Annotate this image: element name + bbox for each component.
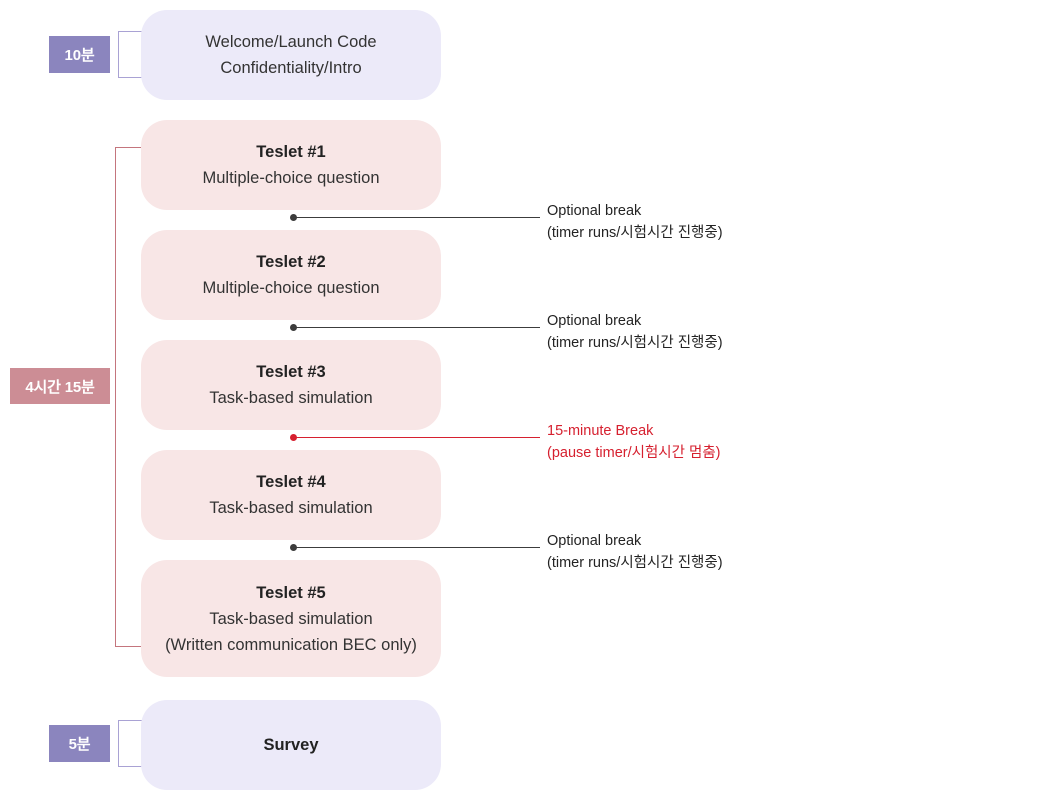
duration-badge-survey-label: 5분 <box>68 736 91 753</box>
stage-teslet-1-title: Teslet #1 <box>256 143 326 161</box>
stage-teslet-5-note: (Written communication BEC only) <box>165 635 417 654</box>
stage-intro-line-2: Confidentiality/Intro <box>220 59 362 77</box>
break-leader-line-2 <box>293 327 540 328</box>
break-label-1-subtitle: (timer runs/시험시간 진행중) <box>547 225 723 241</box>
stage-teslet-4-subtitle: Task-based simulation <box>209 499 373 517</box>
duration-badge-intro-label: 10분 <box>64 47 95 64</box>
stage-teslet-5-title: Teslet #5 <box>256 583 326 602</box>
stage-box-teslet-2: Teslet #2 Multiple-choice question <box>141 230 441 320</box>
break-label-4: Optional break (timer runs/시험시간 진행중) <box>547 530 723 574</box>
stage-teslet-2-subtitle: Multiple-choice question <box>202 279 380 297</box>
break-label-3-subtitle: (pause timer/시험시간 멈춤) <box>547 445 721 461</box>
break-label-2-title: Optional break <box>547 313 642 329</box>
stage-teslet-3-title: Teslet #3 <box>256 363 326 381</box>
stage-box-survey: Survey <box>141 700 441 790</box>
break-leader-line-1 <box>293 217 540 218</box>
stage-box-teslet-5: Teslet #5 Task-based simulation (Written… <box>141 560 441 677</box>
duration-badge-teslets-label: 4시간 15분 <box>25 378 95 396</box>
bracket-connector-intro <box>118 31 154 78</box>
break-label-2-subtitle: (timer runs/시험시간 진행중) <box>547 335 723 351</box>
break-label-3-title: 15-minute Break <box>547 423 654 439</box>
break-label-4-subtitle: (timer runs/시험시간 진행중) <box>547 555 723 571</box>
break-label-4-title: Optional break <box>547 533 642 549</box>
duration-badge-survey: 5분 <box>49 725 110 762</box>
duration-badge-intro: 10분 <box>49 36 110 73</box>
stage-survey-title: Survey <box>263 736 319 754</box>
break-label-1: Optional break (timer runs/시험시간 진행중) <box>547 200 723 244</box>
stage-teslet-5-subtitle: Task-based simulation <box>209 609 373 628</box>
bracket-connector-teslets <box>115 147 155 647</box>
break-label-3: 15-minute Break (pause timer/시험시간 멈춤) <box>547 420 721 464</box>
stage-box-teslet-3: Teslet #3 Task-based simulation <box>141 340 441 430</box>
stage-teslet-3-subtitle: Task-based simulation <box>209 389 373 407</box>
stage-teslet-2-title: Teslet #2 <box>256 253 326 271</box>
stage-box-teslet-4: Teslet #4 Task-based simulation <box>141 450 441 540</box>
stage-intro-line-1: Welcome/Launch Code <box>205 33 377 51</box>
stage-teslet-4-title: Teslet #4 <box>256 473 326 491</box>
bracket-connector-survey <box>118 720 154 767</box>
duration-badge-teslets: 4시간 15분 <box>10 368 110 404</box>
break-leader-line-4 <box>293 547 540 548</box>
stage-teslet-1-subtitle: Multiple-choice question <box>202 169 380 187</box>
break-label-1-title: Optional break <box>547 203 642 219</box>
break-leader-line-3 <box>293 437 540 438</box>
break-label-2: Optional break (timer runs/시험시간 진행중) <box>547 310 723 354</box>
stage-box-intro: Welcome/Launch Code Confidentiality/Intr… <box>141 10 441 100</box>
stage-box-teslet-1: Teslet #1 Multiple-choice question <box>141 120 441 210</box>
